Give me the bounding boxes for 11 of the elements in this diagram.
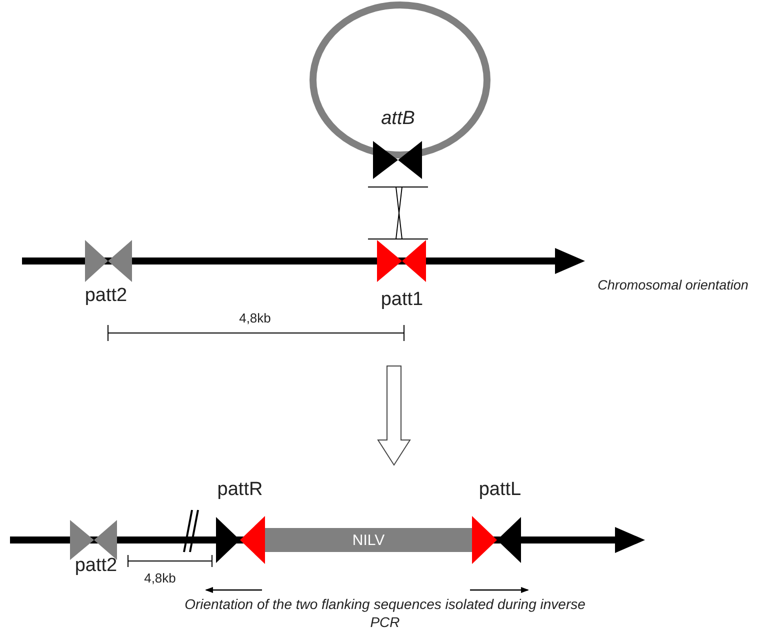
orientation-note: Chromosomal orientation: [598, 278, 748, 292]
site-label: pattR: [217, 479, 263, 501]
caption-note: Orientation of the two flanking sequences isolated during inverse PCR: [184, 594, 586, 632]
site-label: attB: [381, 108, 415, 130]
site-label: patt1: [380, 289, 424, 311]
site-label: pattL: [478, 479, 522, 501]
dimension-label: 4,8kb: [144, 570, 176, 586]
dimension-label: 4,8kb: [239, 310, 271, 326]
vector-bar: NILV: [265, 528, 472, 552]
site-label: patt2: [74, 555, 118, 577]
site-label: patt2: [84, 285, 128, 307]
